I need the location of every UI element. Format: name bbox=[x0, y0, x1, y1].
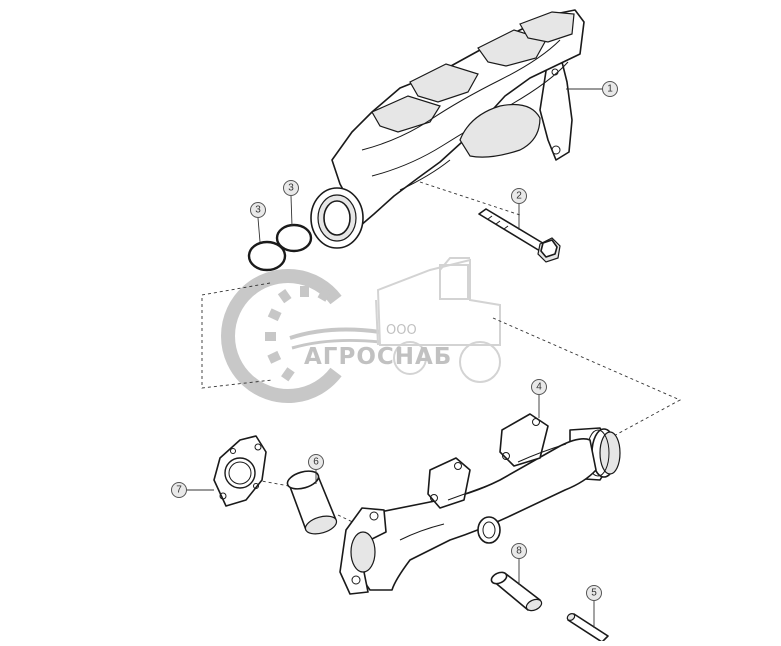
callout-3-outer-label: 3 bbox=[255, 205, 261, 216]
callout-8-label: 8 bbox=[516, 546, 522, 557]
callout-3-inner-ring: 3 bbox=[283, 180, 299, 196]
watermark: ООО АГРОСНАБ bbox=[221, 257, 501, 403]
callout-6-label: 6 bbox=[313, 457, 319, 468]
callout-8: 8 bbox=[511, 543, 527, 559]
sleeve-tube bbox=[286, 470, 338, 535]
flange-gasket bbox=[213, 435, 267, 507]
watermark-company-prefix: ООО bbox=[386, 323, 417, 338]
leader-lines bbox=[187, 88, 603, 628]
callout-3-inner-label: 3 bbox=[288, 183, 294, 194]
watermark-company-name: АГРОСНАБ bbox=[304, 344, 452, 370]
callout-7-label: 7 bbox=[176, 485, 182, 496]
callout-1: 1 bbox=[602, 81, 618, 97]
callout-3-outer-ring: 3 bbox=[250, 202, 266, 218]
bolt bbox=[478, 208, 561, 263]
callout-4: 4 bbox=[531, 379, 547, 395]
sealing-ring-inner bbox=[275, 223, 313, 253]
upper-exhaust-manifold bbox=[310, 9, 585, 249]
callout-6: 6 bbox=[308, 454, 324, 470]
callout-7: 7 bbox=[171, 482, 187, 498]
stud-rod bbox=[566, 613, 609, 643]
callout-2-label: 2 bbox=[516, 191, 522, 202]
callout-2: 2 bbox=[511, 188, 527, 204]
combine-harvester-icon bbox=[375, 257, 501, 383]
dowel-pin bbox=[490, 571, 543, 612]
gear-logo-icon bbox=[221, 269, 381, 403]
callout-5-label: 5 bbox=[591, 588, 597, 599]
callout-4-label: 4 bbox=[536, 382, 542, 393]
lower-exhaust-manifold bbox=[339, 413, 621, 595]
callout-1-label: 1 bbox=[607, 84, 613, 95]
sealing-ring-outer bbox=[247, 240, 287, 272]
callout-5: 5 bbox=[586, 585, 602, 601]
